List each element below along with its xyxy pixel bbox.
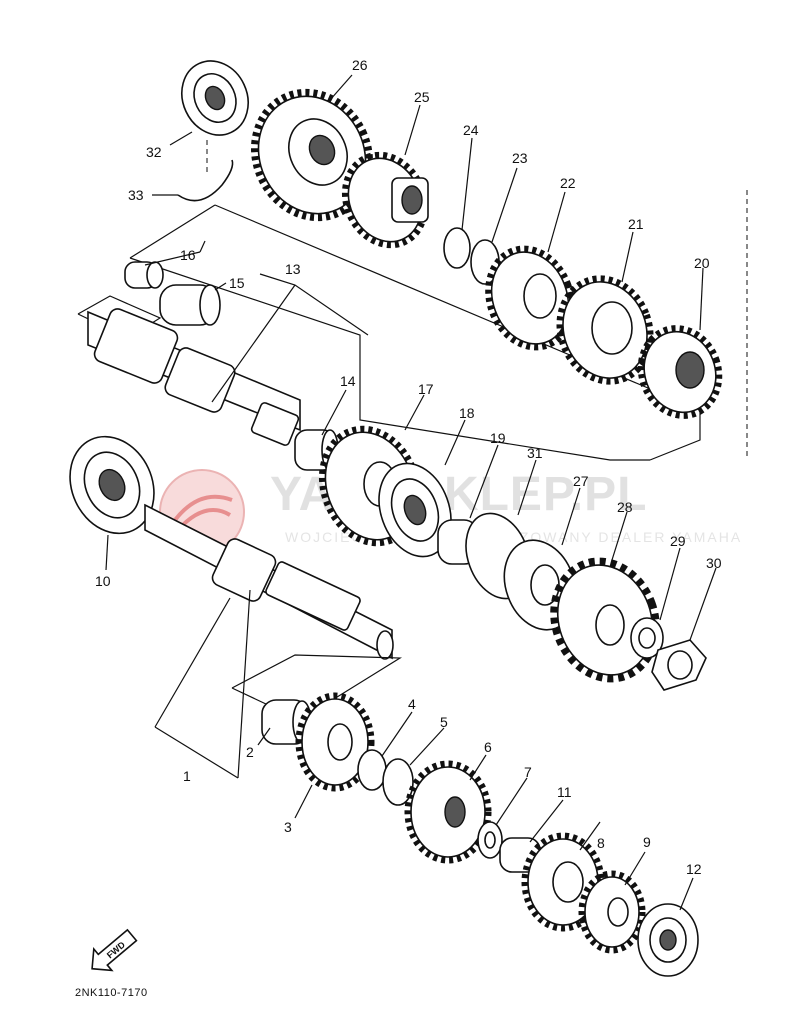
leader-lines	[105, 74, 717, 911]
callout-26: 26	[352, 57, 368, 73]
part-5-circlip	[382, 758, 414, 806]
callout-28: 28	[617, 499, 633, 515]
part-3-gear	[295, 692, 375, 792]
callout-25: 25	[414, 89, 430, 105]
callout-30: 30	[706, 555, 722, 571]
part-15-bushing	[159, 284, 221, 326]
part-21-gear	[556, 275, 654, 385]
part-25-gear	[341, 151, 429, 249]
callout-numbers: 1 2 3 4 5 6 7 8 9 10 11 12 13 14 15 16 1…	[95, 57, 722, 877]
part-22-gear	[485, 245, 575, 351]
part-24-washer	[443, 227, 471, 269]
callout-8: 8	[597, 835, 605, 851]
part-29-lock-washer	[630, 617, 664, 659]
part-10-bearing	[69, 435, 155, 535]
reference-code: 2NK110-7170	[75, 987, 148, 999]
callout-11: 11	[557, 784, 572, 800]
callout-22: 22	[560, 175, 576, 191]
callout-23: 23	[512, 150, 528, 166]
part-12-bearing	[637, 903, 699, 977]
part-4-washer	[357, 749, 387, 791]
callout-15: 15	[229, 275, 245, 291]
callout-10: 10	[95, 573, 111, 589]
callout-1: 1	[183, 768, 191, 784]
part-1-drive-axle	[144, 503, 394, 660]
callout-6: 6	[484, 739, 492, 755]
callout-33: 33	[128, 187, 144, 203]
callout-16: 16	[180, 247, 196, 263]
callout-20: 20	[694, 255, 710, 271]
callout-32: 32	[146, 144, 162, 160]
fwd-arrow-icon: FWD	[91, 928, 138, 972]
part-20-gear	[637, 325, 723, 419]
callout-31: 31	[527, 445, 543, 461]
leader-32-label	[169, 131, 193, 146]
part-13-main-axle	[87, 308, 301, 446]
callout-7: 7	[524, 764, 532, 780]
callout-18: 18	[459, 405, 475, 421]
callout-17: 17	[418, 381, 434, 397]
callout-29: 29	[670, 533, 686, 549]
part-7-washer	[477, 821, 503, 859]
callout-27: 27	[573, 473, 589, 489]
callout-24: 24	[463, 122, 479, 138]
callout-12: 12	[686, 861, 702, 877]
callout-14: 14	[340, 373, 356, 389]
callout-4: 4	[408, 696, 416, 712]
part-9-gear	[578, 870, 646, 954]
part-6-gear	[404, 760, 492, 864]
callout-3: 3	[284, 819, 292, 835]
callout-13: 13	[285, 261, 301, 277]
part-26-gear	[250, 88, 374, 222]
callout-19: 19	[490, 430, 506, 446]
callout-2: 2	[246, 744, 254, 760]
callout-21: 21	[628, 216, 644, 232]
part-28-sprocket	[550, 557, 660, 683]
part-18-bearing	[378, 462, 452, 558]
callout-9: 9	[643, 834, 651, 850]
part-33-circlip	[177, 159, 234, 202]
callout-5: 5	[440, 714, 448, 730]
part-16-collar	[124, 261, 164, 289]
upper-group-outline	[77, 204, 701, 461]
part-32-bearing	[181, 60, 249, 136]
